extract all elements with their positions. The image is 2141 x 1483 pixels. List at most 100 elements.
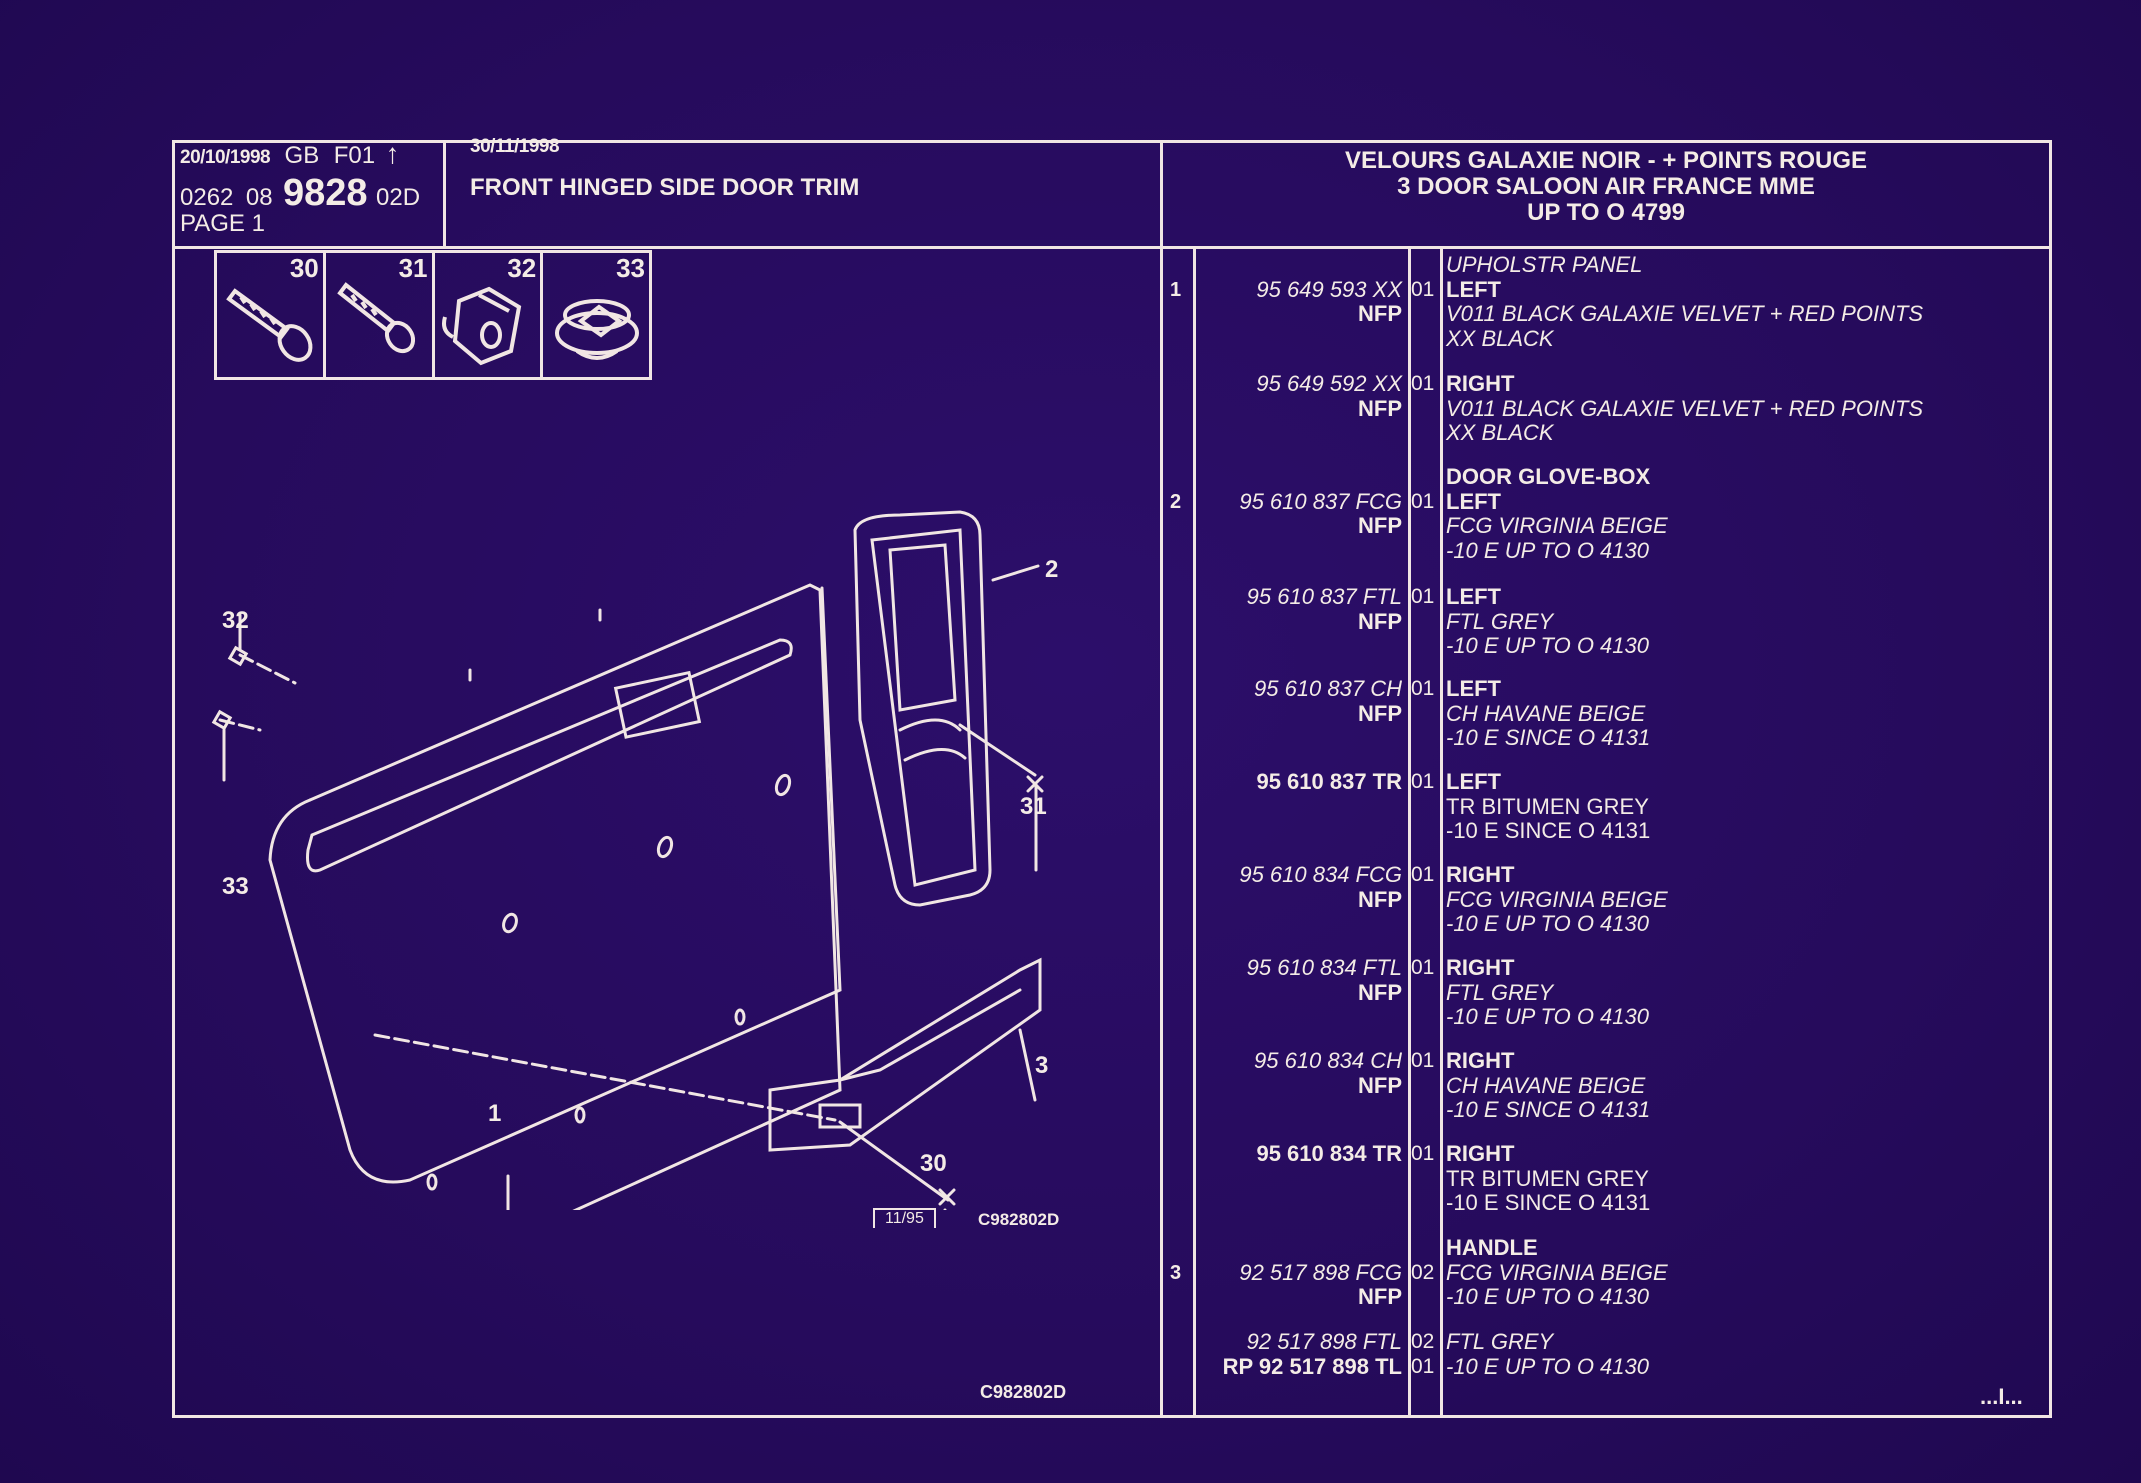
code-prefix: 0262 [180,184,234,211]
door-panel-part-1 [268,583,842,1210]
issue-date: 20/10/1998 [180,147,271,168]
part-description: -10 E UP TO O 4130 [1446,1004,1649,1029]
part-reference: 92 517 898 FTL [1246,1329,1402,1354]
screw-round-head-icon [336,282,415,354]
part-description: XX BLACK [1446,325,1554,351]
continuation-mark: ...I... [1980,1384,2023,1409]
part-description: FCG VIRGINIA BEIGE [1446,513,1668,538]
part-description: FCG VIRGINIA BEIGE [1446,1259,1668,1285]
part-description: DOOR GLOVE-BOX [1446,464,1651,489]
part-description: LEFT [1446,584,1501,609]
part-description: CH HAVANE BEIGE [1446,1072,1646,1098]
part-description: -10 E SINCE O 4131 [1446,1097,1651,1122]
part-reference: NFP [1358,700,1402,726]
callout-32: 32 [222,607,249,634]
item-number: 1 [1170,278,1182,301]
part-reference: NFP [1358,513,1402,538]
page-frame [172,140,2052,1418]
part-reference: 95 610 834 TR [1256,1141,1402,1166]
code-group: 08 [245,184,273,211]
part-quantity: 01 [1411,489,1435,513]
part-description: UPHOLSTR PANEL [1446,252,1643,277]
up-arrow-icon: ↑ [385,138,400,169]
leader-lines [218,653,837,1122]
part-reference: 95 649 592 XX [1256,371,1402,396]
part-quantity: 01 [1411,677,1435,700]
fastener-number: 31 [398,253,428,283]
part-reference: 95 649 593 XX [1256,276,1402,302]
seq-col-rule [1193,246,1196,1418]
part-reference: NFP [1358,886,1402,912]
part-reference: NFP [1358,301,1402,326]
push-clip-icon [555,299,640,360]
part-reference: RP 92 517 898 TL [1222,1353,1402,1379]
part-reference: 95 610 834 CH [1254,1048,1402,1073]
part-description: -10 E SINCE O 4131 [1446,725,1651,750]
part-reference: NFP [1358,1284,1402,1309]
fastener-number: 30 [289,253,319,283]
part-description: LEFT [1446,676,1501,701]
callout-3: 3 [1035,1052,1049,1079]
part-description: V011 BLACK GALAXIE VELVET + RED POINTS [1446,301,1924,326]
part-reference: 95 610 837 CH [1254,676,1402,701]
trim-spec-line-1: VELOURS GALAXIE NOIR - + POINTS ROUGE [1344,147,1868,174]
part-description: RIGHT [1446,1048,1515,1073]
part-description: FTL GREY [1446,979,1554,1005]
part-description: -10 E UP TO O 4130 [1446,1353,1649,1379]
part-description: FCG VIRGINIA BEIGE [1446,886,1668,912]
country-code: GB [284,142,320,169]
part-description: LEFT [1446,488,1501,514]
code-main: 9828 [283,172,368,214]
fastener-31: 31 [326,253,435,377]
part-description: HANDLE [1446,1235,1538,1260]
part-quantity: 01 [1411,770,1435,793]
callout-31: 31 [1020,793,1047,820]
part-quantity: 01 [1411,1354,1435,1378]
part-reference: 95 610 834 FTL [1246,955,1402,980]
fastener-33: 33 [543,253,649,377]
part-description: LEFT [1446,276,1501,302]
part-quantity: 02 [1411,1260,1435,1284]
part-reference: 95 610 837 FTL [1246,584,1402,609]
glove-box-part-2 [853,510,992,907]
trim-spec-line-3: UP TO O 4799 [1527,199,1685,226]
trim-spec-title: VELOURS GALAXIE NOIR - + POINTS ROUGE 3 … [1163,148,2049,226]
door-trim-diagram [211,510,1044,1210]
part-quantity: 01 [1411,956,1435,979]
part-description: -10 E UP TO O 4130 [1446,537,1649,563]
part-reference: NFP [1358,608,1402,634]
callout-33: 33 [222,873,249,900]
fastener-legend: 30 31 32 33 [214,250,652,380]
part-quantity: 01 [1411,1142,1435,1165]
revision-date: 30/11/1998 [470,136,560,157]
part-description: TR BITUMEN GREY [1446,1165,1649,1191]
part-quantity: 02 [1411,1330,1435,1353]
part-description: RIGHT [1446,371,1515,396]
part-description: TR BITUMEN GREY [1446,793,1649,819]
part-description: RIGHT [1446,1141,1515,1166]
qty-col-rule [1440,246,1443,1418]
part-quantity: 01 [1411,585,1435,608]
part-reference: 95 610 837 FCG [1239,488,1402,514]
item-number: 2 [1170,490,1182,513]
part-description: FTL GREY [1446,608,1554,634]
part-description: XX BLACK [1446,420,1554,445]
part-description: LEFT [1446,769,1501,794]
fastener-30: 30 [217,253,326,377]
fastener-number: 32 [507,253,537,283]
part-description: -10 E UP TO O 4130 [1446,633,1649,658]
part-reference: NFP [1358,979,1402,1005]
sheet-code: F01 [333,142,376,169]
part-quantity: 01 [1411,863,1435,886]
screw-flat-head-icon [226,288,313,362]
part-reference: NFP [1358,1072,1402,1098]
diagram-date-box: 11/95 [873,1208,936,1228]
left-right-divider [1160,140,1163,1418]
diagram-date: 11/95 [885,1210,924,1227]
header-rule [172,246,2052,249]
part-description: RIGHT [1446,955,1515,980]
part-description: RIGHT [1446,862,1515,887]
part-reference: NFP [1358,395,1402,421]
part-description: -10 E UP TO O 4130 [1446,1284,1649,1309]
part-description: -10 E UP TO O 4130 [1446,911,1649,936]
